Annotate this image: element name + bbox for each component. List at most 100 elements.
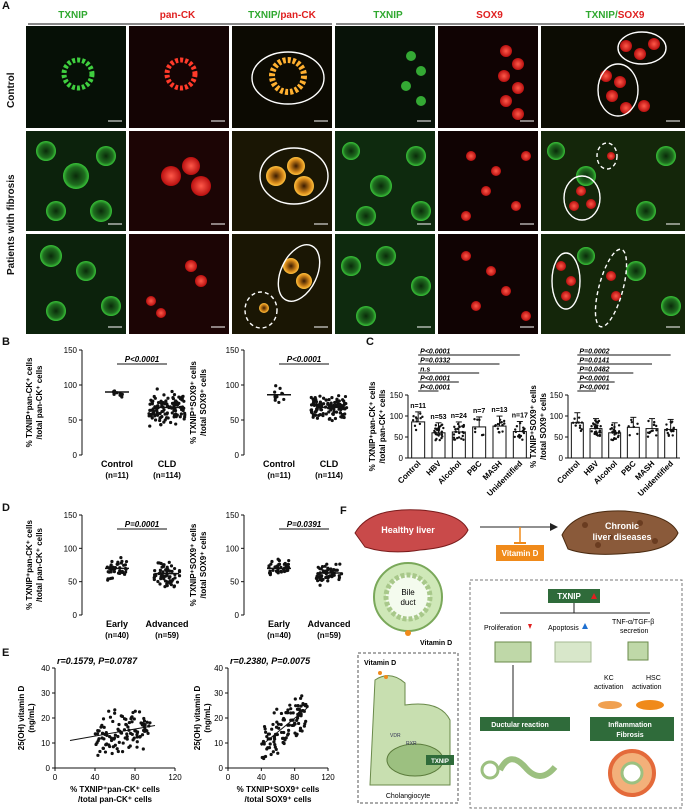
- d-right-ylabel-1: % TXNIP⁺SOX9⁺ cells: [189, 523, 198, 606]
- c-left-point: [514, 430, 518, 434]
- inflammation-label-2: Fibrosis: [616, 732, 643, 739]
- c-right-point: [577, 416, 581, 419]
- e-right-point: [287, 728, 291, 732]
- e-right-point: [276, 722, 281, 726]
- e-right-point: [288, 703, 292, 707]
- b-left-point: [151, 407, 155, 411]
- c-left-point: [502, 419, 506, 423]
- e-left-point: [96, 728, 100, 733]
- e-left-point: [117, 722, 121, 727]
- hsc-label-1: HSC: [646, 675, 661, 682]
- d-left-point: [122, 572, 127, 576]
- d-left-point: [167, 560, 171, 564]
- c-left-point: [500, 421, 503, 424]
- e-left-ylabel-1: 25(OH) vitamin D: [17, 686, 26, 751]
- c-left-point: [513, 435, 516, 439]
- c-left-point: [496, 427, 500, 430]
- e-right-point: [265, 734, 269, 739]
- b-left-point: [159, 415, 163, 420]
- b-left-point: [149, 414, 153, 418]
- c-left-point: [434, 427, 437, 430]
- b-left-point: [170, 401, 175, 405]
- b-left-point: [158, 411, 162, 416]
- c-left-ylabel-2: /total pan-CK⁺ cells: [378, 389, 387, 464]
- c-left-pvalue: P<0.0001: [420, 385, 450, 392]
- schematic-panel-f: Healthy liver Vitamin D Chronic liver di…: [354, 509, 683, 809]
- c-right-point: [596, 421, 600, 424]
- b-left-point: [163, 412, 167, 416]
- b-left-point: [153, 418, 158, 422]
- c-right-point: [636, 432, 639, 436]
- c-right-bar: [664, 428, 678, 459]
- e-left-point: [125, 737, 129, 741]
- e-left-point: [131, 710, 135, 715]
- d-right-point: [330, 575, 334, 579]
- b-right-point: [278, 386, 282, 390]
- e-left-point: [109, 736, 114, 740]
- panel-letter-c: C: [366, 336, 374, 348]
- bile-label-2: duct: [400, 598, 416, 607]
- e-left-point: [104, 743, 108, 747]
- e-right-point: [300, 729, 304, 733]
- e-right-point: [286, 733, 290, 737]
- header-merge-left: TXNIP/pan-CK: [248, 10, 316, 21]
- e-right-stat: r=0.2380, P=0.0075: [230, 656, 311, 666]
- header-sox9: SOX9: [476, 10, 503, 21]
- c-left-point: [501, 430, 504, 433]
- e-left-point: [102, 725, 106, 729]
- b-left-y-tick-label: 50: [68, 416, 77, 425]
- e-left-point: [100, 736, 104, 740]
- e-right-point: [299, 704, 303, 708]
- b-right-point: [334, 410, 339, 414]
- b-left-point: [178, 405, 182, 409]
- b-right-point: [324, 398, 328, 402]
- c-right-point: [595, 432, 598, 435]
- e-right-x-tick-label: 0: [226, 773, 231, 782]
- b-left-point: [171, 396, 175, 400]
- e-left-point: [142, 716, 146, 721]
- b-left-point: [182, 417, 186, 421]
- d-left-group-n: (n=59): [155, 631, 179, 640]
- c-left-point: [478, 418, 481, 422]
- e-left-y-tick-label: 0: [46, 764, 51, 773]
- c-left-point: [518, 433, 521, 437]
- e-left-point: [142, 728, 146, 733]
- e-left-x-tick-label: 120: [168, 773, 182, 782]
- c-left-point: [462, 431, 465, 435]
- e-left-y-tick-label: 40: [41, 664, 50, 673]
- b-right-point: [344, 406, 349, 410]
- b-right-point: [328, 416, 332, 421]
- b-right-point: [273, 390, 277, 394]
- c-left-point: [461, 434, 464, 438]
- c-right-point: [614, 431, 618, 435]
- b-left-point: [183, 413, 187, 417]
- c-left-pvalue: P<0.0001: [420, 349, 450, 356]
- e-left-point: [115, 747, 119, 751]
- c-right-point: [632, 425, 635, 429]
- e-right-point: [276, 751, 280, 755]
- e-right-x-tick-label: 40: [257, 773, 266, 782]
- c-right-point: [636, 422, 639, 426]
- e-left-point: [135, 730, 140, 735]
- c-left-point: [440, 424, 443, 427]
- b-left-pvalue: P<0.0001: [125, 355, 160, 364]
- e-right-x-tick-label: 120: [321, 773, 335, 782]
- b-right-point: [333, 416, 338, 421]
- e-right-point: [272, 711, 276, 715]
- c-right-point: [580, 421, 584, 424]
- d-left-point: [171, 577, 175, 582]
- vitamin-d-box: [496, 545, 544, 561]
- b-right-point: [309, 410, 314, 414]
- b-right-point: [321, 396, 326, 400]
- b-left-point: [175, 403, 180, 407]
- e-left-trend-line: [69, 725, 156, 741]
- c-right-pvalue: P=0.0482: [579, 367, 609, 374]
- b-right-point: [326, 401, 330, 405]
- e-left-point: [103, 750, 108, 754]
- e-right-point: [279, 711, 284, 716]
- inflammation-box: [590, 717, 674, 741]
- c-left-point: [433, 429, 436, 433]
- e-right-point: [279, 730, 284, 735]
- e-left-point: [108, 715, 113, 719]
